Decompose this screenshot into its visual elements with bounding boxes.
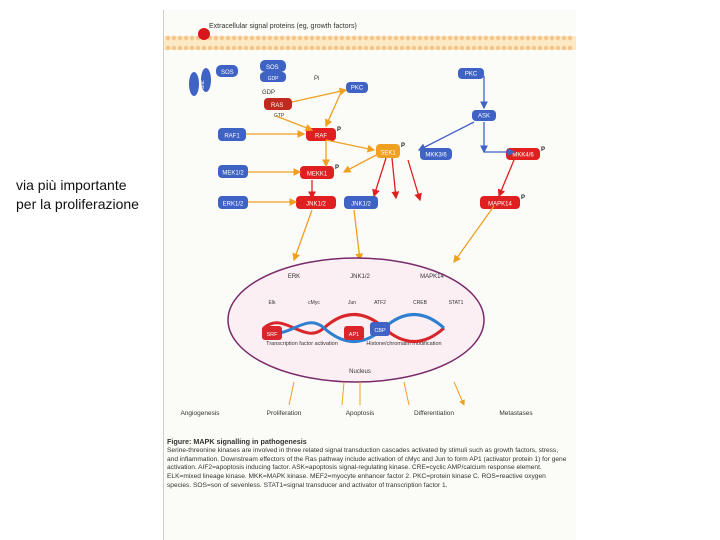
shc-label: Shc <box>200 80 206 89</box>
node-pkc2: PKC <box>458 68 484 79</box>
svg-text:GDP: GDP <box>268 76 280 82</box>
phospho-label: P <box>541 147 545 153</box>
ras-group: SOS GDP GDP Pi RAS GTP <box>260 60 319 119</box>
nucleus: Nucleus Transcription factor activation … <box>227 257 485 383</box>
node-ask: ASK <box>472 110 496 121</box>
erk12-label: ERK1/2 <box>223 202 244 208</box>
side-note: via più importante per la proliferazione <box>16 176 139 214</box>
side-note-line1: via più importante <box>16 177 127 193</box>
pathway-arrows <box>246 76 516 264</box>
nucleus-kinase-label: MAPK14 <box>420 274 444 280</box>
tf-label: cMyc <box>308 300 320 306</box>
sos-label: SOS <box>221 70 234 76</box>
node-mekk: MEKK1 P <box>300 165 339 179</box>
jnk1b-label: JNK1/2 <box>351 202 371 208</box>
nucleus-label: Nucleus <box>349 369 371 375</box>
caption-title: Figure: MAPK signalling in pathogenesis <box>167 437 307 446</box>
mkk36-label: MKK3/6 <box>425 153 447 159</box>
node-jnk1b: JNK1/2 <box>344 196 378 209</box>
cell-membrane <box>164 35 576 51</box>
ras-label: RAS <box>271 103 283 109</box>
mapk14-label: MAPK14 <box>488 202 512 208</box>
sek1-label: SEK1 <box>380 151 396 157</box>
tf-label: STAT1 <box>449 300 464 306</box>
outcome-label: Differentiation <box>414 410 454 417</box>
pkc2-label: PKC <box>465 72 478 78</box>
tf-label: Elk <box>269 300 276 306</box>
gtp-label: GTP <box>274 113 285 119</box>
receptor-complex: Shc Grb2 SOS <box>189 65 238 96</box>
pi-label: Pi <box>314 76 319 82</box>
tf-label: CREB <box>413 300 428 306</box>
outcome-labels: Angiogenesis Proliferation Apoptosis Differ… <box>180 410 533 417</box>
node-raf1: RAF1 <box>218 128 246 141</box>
node-mkk36: MKK3/6 <box>420 148 452 160</box>
mek12-label: MEK1/2 <box>222 171 244 177</box>
pathway-diagram: Extracellular signal proteins (eg, growt… <box>164 23 576 417</box>
tf-bottom-label: CBP <box>374 328 386 334</box>
caption-body: Serine-threonine kinases are involved in… <box>167 446 567 489</box>
node-jnk12: JNK1/2 <box>296 196 336 209</box>
tf-label: ATF2 <box>374 300 386 306</box>
ligand <box>198 28 210 40</box>
nucleus-kinase-label: ERK <box>288 274 300 280</box>
node-mek12: MEK1/2 <box>218 165 248 178</box>
mekk-label: MEKK1 <box>307 172 328 178</box>
node-raf: RAF P <box>306 127 341 141</box>
phospho-label: P <box>401 143 405 149</box>
extracellular-label: Extracellular signal proteins (eg, growt… <box>209 23 357 30</box>
jnk12-label: JNK1/2 <box>306 202 326 208</box>
raf-label: RAF <box>315 134 327 140</box>
figure-caption: Figure: MAPK signalling in pathogenesis … <box>167 437 567 491</box>
outcome-label: Proliferation <box>267 410 302 417</box>
tf-bottom-label: SRF <box>267 332 279 338</box>
node-mapk14: MAPK14 P <box>480 195 525 209</box>
svg-text:SOS: SOS <box>266 65 279 71</box>
tf-activation-note: Transcription factor activation <box>266 341 338 347</box>
pkc1-label: PKC <box>351 86 364 92</box>
node-erk12: ERK1/2 <box>218 196 248 209</box>
phospho-label: P <box>335 165 339 171</box>
mapk-figure: Extracellular signal proteins (eg, growt… <box>163 10 576 540</box>
outcome-label: Metastases <box>499 410 533 417</box>
outcome-label: Apoptosis <box>346 410 375 417</box>
histone-note: Histone/chromatin modification <box>366 341 441 347</box>
phospho-label: P <box>521 195 525 201</box>
phospho-label: P <box>337 127 341 133</box>
grb2-label: Grb2 <box>212 74 218 85</box>
outcome-label: Angiogenesis <box>180 410 220 417</box>
tf-label: Jun <box>348 300 356 306</box>
node-sek1: SEK1 P <box>376 143 405 158</box>
gdp-label: GDP <box>262 90 275 96</box>
raf1-label: RAF1 <box>224 134 240 140</box>
tf-bottom-label: AP1 <box>349 332 359 338</box>
side-note-line2: per la proliferazione <box>16 196 139 212</box>
ask-label: ASK <box>478 114 490 120</box>
nucleus-kinase-label: JNK1/2 <box>350 274 370 280</box>
node-pkc1: PKC <box>346 82 368 93</box>
node-mkk24: MKK4/6 P <box>506 147 545 160</box>
mkk24-label: MKK4/6 <box>512 153 534 159</box>
